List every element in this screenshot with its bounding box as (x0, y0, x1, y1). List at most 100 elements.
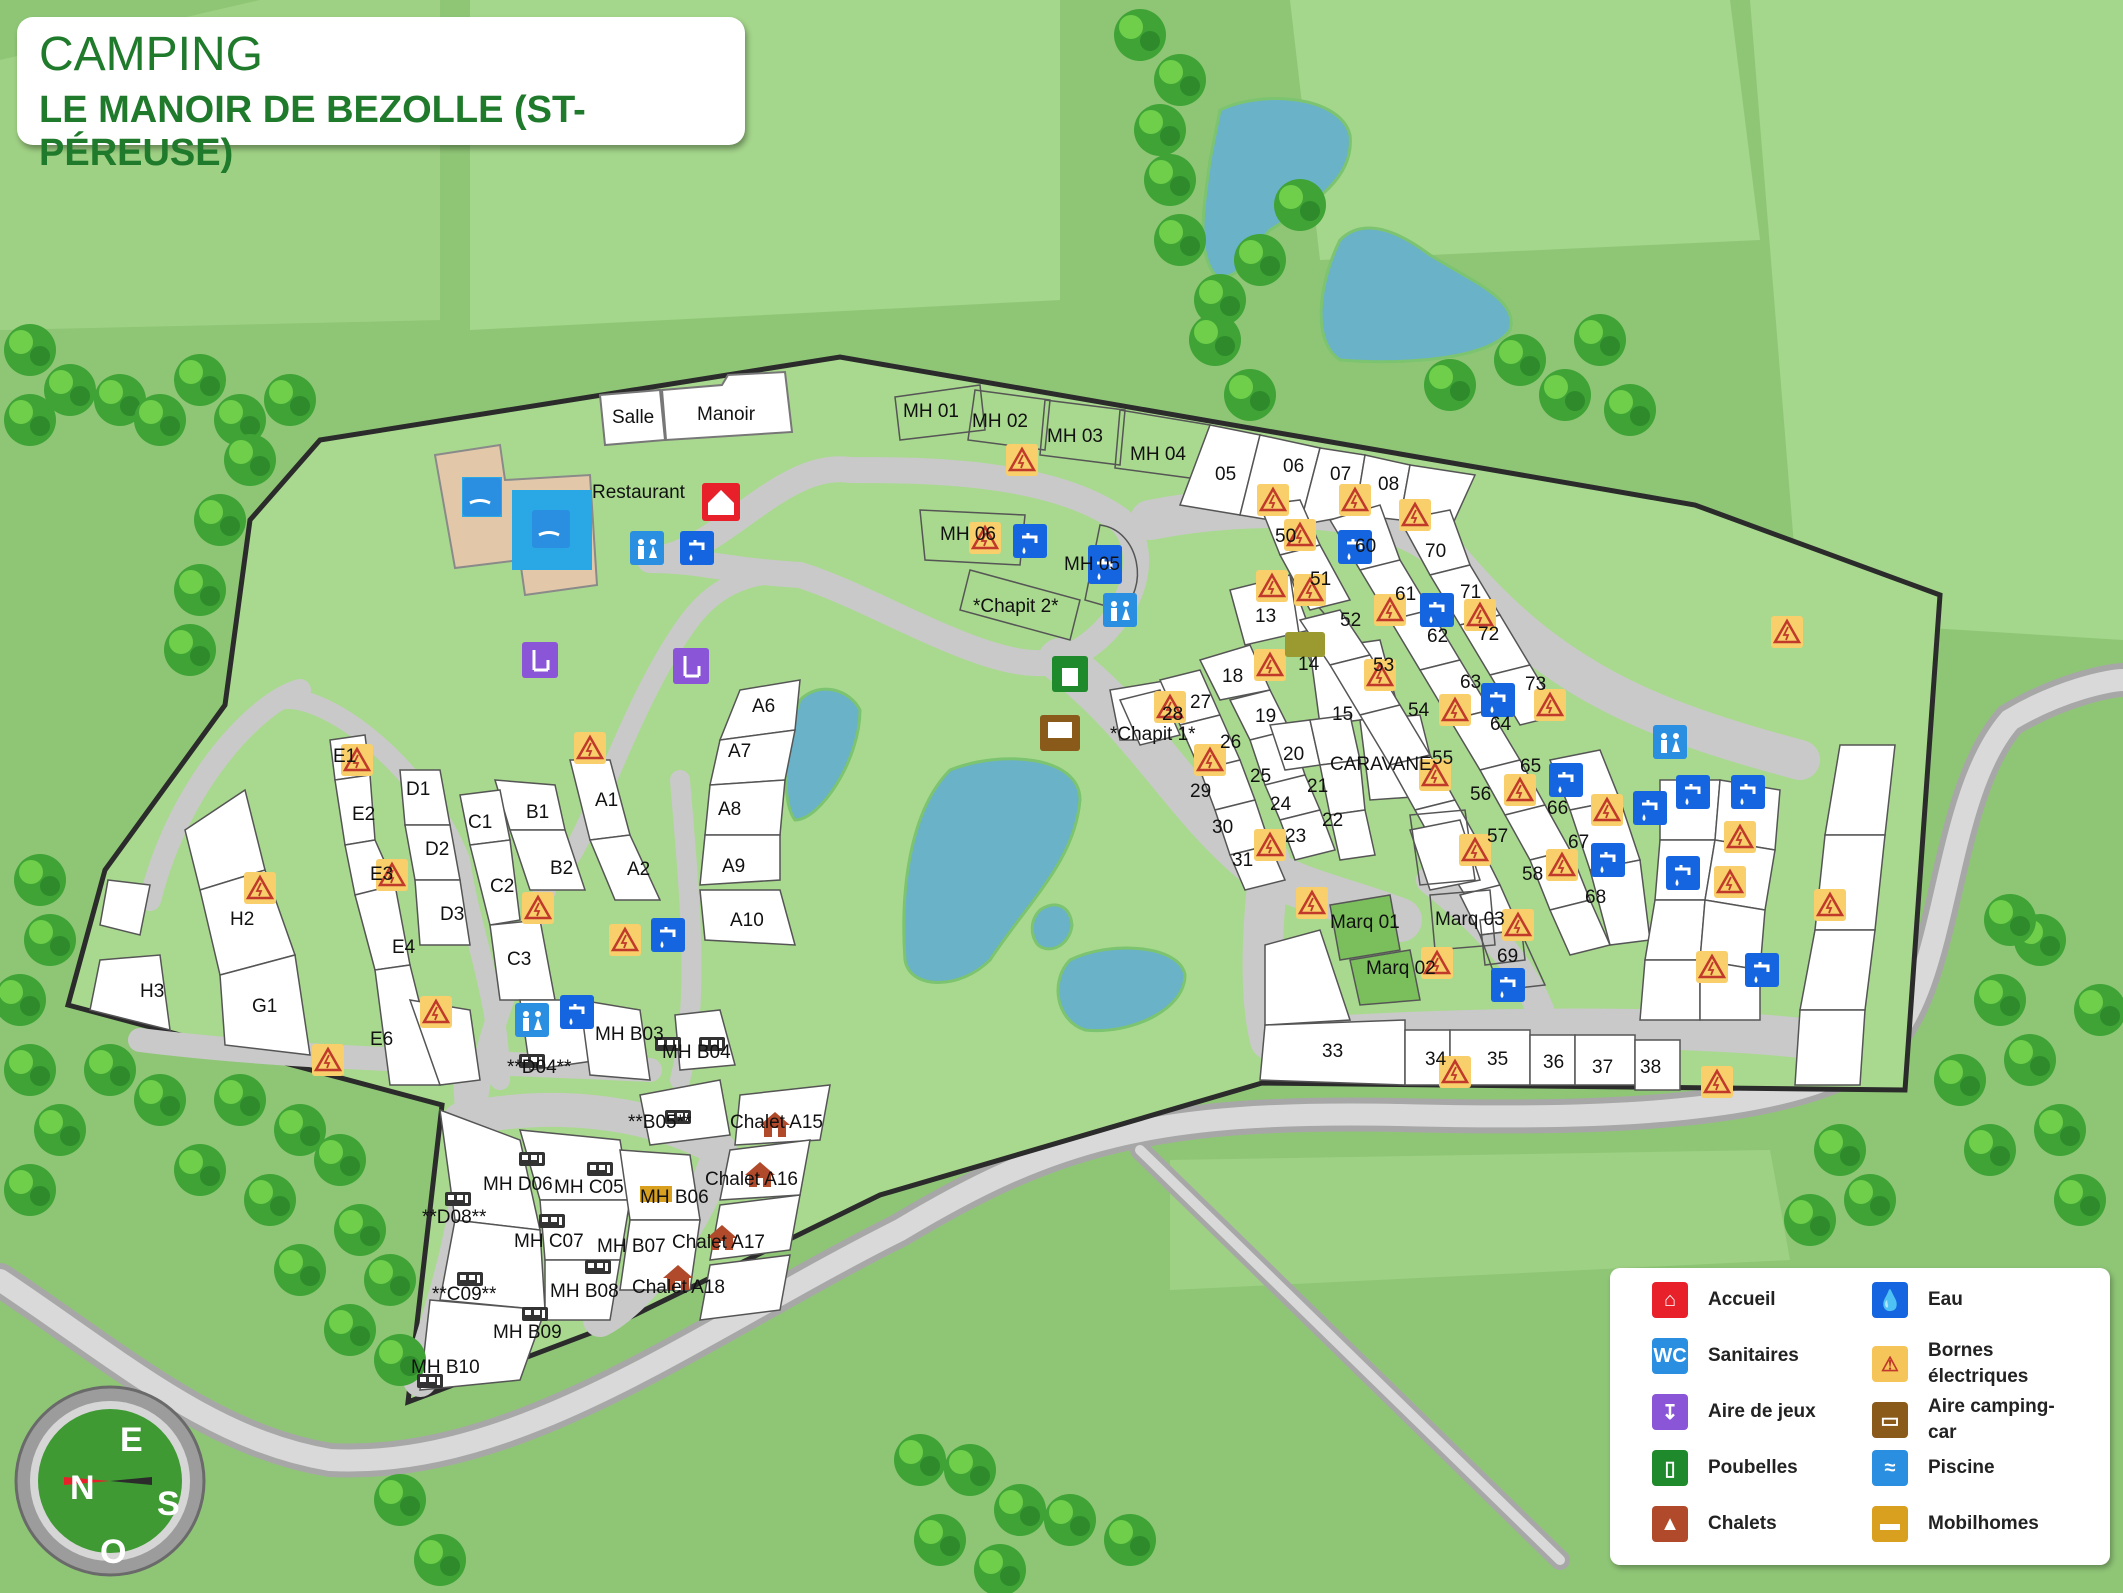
pitch-label[interactable]: MH 03 (1047, 426, 1103, 447)
pitch-label[interactable]: *Chapit 1* (1110, 724, 1196, 745)
pitch-label[interactable]: 67 (1568, 832, 1589, 853)
pitch-label[interactable]: 30 (1212, 817, 1233, 838)
pitch-label[interactable]: E1 (333, 746, 356, 767)
pitch-label[interactable]: 70 (1425, 541, 1446, 562)
pitch-label[interactable]: A1 (595, 790, 618, 811)
pitch-label[interactable]: 23 (1285, 826, 1306, 847)
pitch-label[interactable]: MH B10 (411, 1357, 480, 1378)
pitch-label[interactable]: B1 (526, 802, 549, 823)
pitch-label[interactable]: A6 (752, 696, 775, 717)
pitch-label[interactable]: D1 (406, 779, 430, 800)
pitch-label[interactable]: Marq 02 (1366, 958, 1436, 979)
pitch-label[interactable]: MH C05 (554, 1177, 624, 1198)
pitch-label[interactable]: E2 (352, 804, 375, 825)
pitch-label[interactable]: G1 (252, 996, 277, 1017)
pitch-label[interactable]: A2 (627, 859, 650, 880)
pitch-label[interactable]: 35 (1487, 1049, 1508, 1070)
pitch-label[interactable]: 29 (1190, 781, 1211, 802)
pitch-label[interactable]: 18 (1222, 666, 1243, 687)
pitch-label[interactable]: MH D06 (483, 1174, 553, 1195)
pitch-label[interactable]: 55 (1432, 748, 1453, 769)
pitch-label[interactable]: 33 (1322, 1041, 1343, 1062)
pitch-label[interactable]: H2 (230, 909, 254, 930)
pitch-label[interactable]: C2 (490, 876, 514, 897)
pitch-label[interactable]: Chalet A15 (730, 1112, 823, 1133)
pitch-label[interactable]: Chalet A17 (672, 1232, 765, 1253)
pitch-label[interactable]: C1 (468, 812, 492, 833)
pitch-label[interactable]: 37 (1592, 1057, 1613, 1078)
pitch-label[interactable]: MH B07 (597, 1236, 666, 1257)
pitch-label[interactable]: MH B09 (493, 1322, 562, 1343)
pitch-label[interactable]: 54 (1408, 700, 1430, 721)
pitch-label[interactable]: 38 (1640, 1057, 1661, 1078)
pitch-label[interactable]: 62 (1427, 626, 1448, 647)
pitch-label[interactable]: 27 (1190, 692, 1211, 713)
pitch-label[interactable]: MH 01 (903, 401, 959, 422)
pitch-label[interactable]: 73 (1525, 674, 1546, 695)
pitch-label[interactable]: Chalet A18 (632, 1277, 725, 1298)
pitch-label[interactable]: **D08** (422, 1207, 487, 1228)
pitch-label[interactable]: MH B04 (662, 1042, 731, 1063)
pitch-label[interactable]: 21 (1307, 776, 1328, 797)
pitch-label[interactable]: 05 (1215, 464, 1236, 485)
pitch-label[interactable]: 69 (1497, 946, 1518, 967)
pitch-label[interactable]: 07 (1330, 464, 1351, 485)
pitch-label[interactable]: MH B08 (550, 1281, 619, 1302)
pitch-label[interactable]: 56 (1470, 784, 1491, 805)
pitch-label[interactable]: 51 (1310, 569, 1331, 590)
pitch-label[interactable]: 06 (1283, 456, 1304, 477)
pitch-label[interactable]: 19 (1255, 706, 1276, 727)
pitch-label[interactable]: H3 (140, 981, 164, 1002)
pitch-label[interactable]: 26 (1220, 732, 1241, 753)
pitch-label[interactable]: MH 05 (1064, 554, 1120, 575)
pitch-label[interactable]: **C09** (432, 1284, 497, 1305)
pitch-label[interactable]: *Chapit 2* (973, 596, 1059, 617)
pitch-label[interactable]: C3 (507, 949, 531, 970)
pitch-label[interactable]: A7 (728, 741, 751, 762)
pitch-label[interactable]: 57 (1487, 826, 1508, 847)
pitch-label[interactable]: 65 (1520, 756, 1541, 777)
pitch-label[interactable]: 13 (1255, 606, 1276, 627)
pitch-label[interactable]: MH 04 (1130, 444, 1186, 465)
pitch-label[interactable]: 61 (1395, 584, 1416, 605)
pitch-label[interactable]: MH B03 (595, 1024, 664, 1045)
pitch-label[interactable]: E3 (370, 864, 393, 885)
pitch-label[interactable]: 24 (1270, 794, 1292, 815)
pitch-label[interactable]: 31 (1232, 850, 1253, 871)
pitch-label[interactable]: MH B06 (640, 1187, 709, 1208)
pitch-label[interactable]: 28 (1162, 704, 1183, 725)
pitch-label[interactable]: 60 (1355, 536, 1376, 557)
pitch-label[interactable]: E4 (392, 937, 416, 958)
pitch-label[interactable]: A8 (718, 799, 741, 820)
pitch-label[interactable]: 52 (1340, 610, 1361, 631)
pitch-label[interactable]: E6 (370, 1029, 393, 1050)
pitch-label[interactable]: 53 (1373, 655, 1394, 676)
pitch-label[interactable]: 71 (1460, 582, 1481, 603)
pitch-label[interactable]: MH 02 (972, 411, 1028, 432)
pitch-label[interactable]: D3 (440, 904, 464, 925)
pitch-label[interactable]: 14 (1298, 654, 1320, 675)
pitch-label[interactable]: 63 (1460, 672, 1481, 693)
pitch-label[interactable]: B2 (550, 858, 573, 879)
pitch-label[interactable]: 25 (1250, 766, 1271, 787)
pitch-label[interactable]: 08 (1378, 474, 1399, 495)
pitch-label[interactable]: **B05** (628, 1112, 692, 1133)
pitch-label[interactable]: Marq 01 (1330, 912, 1400, 933)
pitch-label[interactable]: MH 06 (940, 524, 996, 545)
pitch-label[interactable]: 15 (1332, 704, 1353, 725)
pitch-label[interactable]: Marq 03 (1435, 909, 1505, 930)
pitch-label[interactable]: 50 (1275, 526, 1296, 547)
pitch-label[interactable]: 22 (1322, 810, 1343, 831)
pitch-label[interactable]: 58 (1522, 864, 1543, 885)
pitch-label[interactable]: D2 (425, 839, 449, 860)
pitch-label[interactable]: A9 (722, 856, 745, 877)
pitch-label[interactable]: 20 (1283, 744, 1304, 765)
pitch-label[interactable]: 68 (1585, 887, 1606, 908)
pitch-label[interactable]: 34 (1425, 1049, 1447, 1070)
pitch-label[interactable]: Chalet A16 (705, 1169, 798, 1190)
pitch-label[interactable]: MH C07 (514, 1231, 584, 1252)
pitch-label[interactable]: CARAVANE (1330, 754, 1432, 775)
pitch-label[interactable]: 64 (1490, 714, 1512, 735)
pitch-label[interactable]: **D04** (507, 1057, 572, 1078)
pitch-label[interactable]: 72 (1478, 624, 1499, 645)
